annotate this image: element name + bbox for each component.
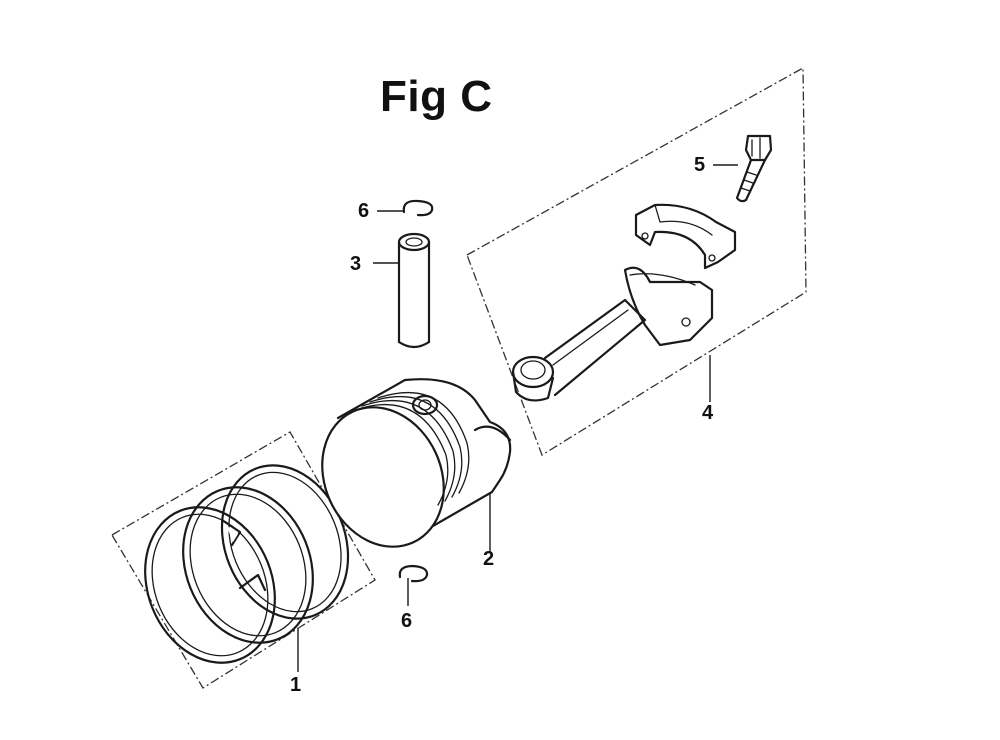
rings-group-box — [111, 431, 376, 689]
piston-pin — [397, 232, 431, 349]
callout-piston: 2 — [483, 548, 495, 570]
figure-title: Fig C — [380, 72, 493, 121]
callout-piston-rings: 1 — [290, 674, 302, 696]
callout-pin-clip-top: 6 — [358, 200, 370, 222]
connecting-rod — [511, 266, 714, 402]
pin-clip-top — [402, 199, 434, 217]
callout-pin-clip-bottom: 6 — [401, 610, 413, 632]
piston — [321, 378, 512, 548]
pin-clip-bottom — [398, 564, 429, 583]
rod-bolt — [735, 134, 773, 203]
rod-group-box — [466, 66, 807, 456]
callout-piston-pin: 3 — [350, 253, 362, 275]
callout-rod-bolt: 5 — [694, 154, 706, 176]
rod-cap — [634, 203, 737, 270]
leader-lines — [297, 164, 738, 672]
callout-connecting-rod: 4 — [702, 402, 714, 424]
